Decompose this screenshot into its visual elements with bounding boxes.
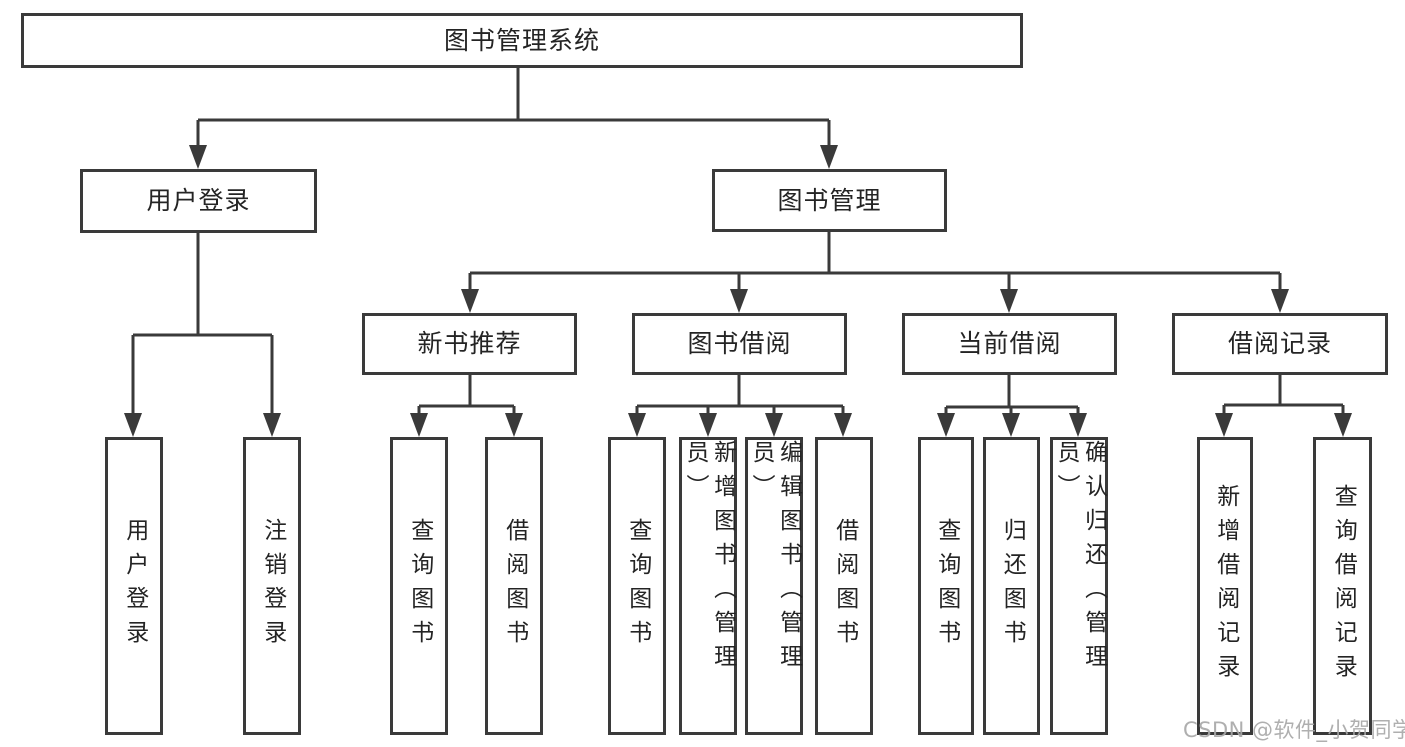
leaf-return-book: 归还图书 xyxy=(983,437,1040,735)
leaf-borrow-book: 借阅图书 xyxy=(815,437,873,735)
node-book-management: 图书管理 xyxy=(712,169,947,232)
arrowhead xyxy=(1334,413,1352,437)
arrowhead xyxy=(189,145,207,169)
node-borrow-records: 借阅记录 xyxy=(1172,313,1388,375)
node-user-login: 用户登录 xyxy=(80,169,317,233)
node-book-borrow: 图书借阅 xyxy=(632,313,847,375)
arrowhead xyxy=(263,413,281,437)
leaf-user-login: 用户登录 xyxy=(105,437,163,735)
leaf-confirm-return-admin: 确认归还（管理员） xyxy=(1050,437,1108,735)
leaf-add-borrow-record: 新增借阅记录 xyxy=(1197,437,1253,735)
leaf-query-book-current: 查询图书 xyxy=(918,437,974,735)
leaf-edit-book-admin: 编辑图书（管理员） xyxy=(745,437,803,735)
arrowhead xyxy=(820,145,838,169)
node-root-system: 图书管理系统 xyxy=(21,13,1023,68)
arrowhead xyxy=(1215,413,1233,437)
node-current-borrow: 当前借阅 xyxy=(902,313,1117,375)
arrowheads xyxy=(124,145,1352,437)
tree-edges xyxy=(131,68,1345,417)
arrowhead xyxy=(505,413,523,437)
arrowhead xyxy=(937,413,955,437)
leaf-logout: 注销登录 xyxy=(243,437,301,735)
leaf-query-borrow-record: 查询借阅记录 xyxy=(1313,437,1372,735)
arrowhead xyxy=(1000,289,1018,313)
node-new-book-recommend: 新书推荐 xyxy=(362,313,577,375)
leaf-query-book-borrow: 查询图书 xyxy=(608,437,666,735)
arrowhead xyxy=(1271,289,1289,313)
arrowhead xyxy=(461,289,479,313)
arrowhead xyxy=(124,413,142,437)
arrowhead xyxy=(628,413,646,437)
arrowhead xyxy=(699,413,717,437)
arrowhead xyxy=(1002,413,1020,437)
arrowhead xyxy=(834,413,852,437)
leaf-borrow-book-recommend: 借阅图书 xyxy=(485,437,543,735)
arrowhead xyxy=(1069,413,1087,437)
arrowhead xyxy=(765,413,783,437)
arrowhead xyxy=(730,289,748,313)
leaf-add-book-admin: 新增图书（管理员） xyxy=(679,437,737,735)
csdn-watermark: CSDN @软件_小贺同学 xyxy=(1183,718,1405,742)
leaf-query-book-recommend: 查询图书 xyxy=(390,437,448,735)
arrowhead xyxy=(410,413,428,437)
